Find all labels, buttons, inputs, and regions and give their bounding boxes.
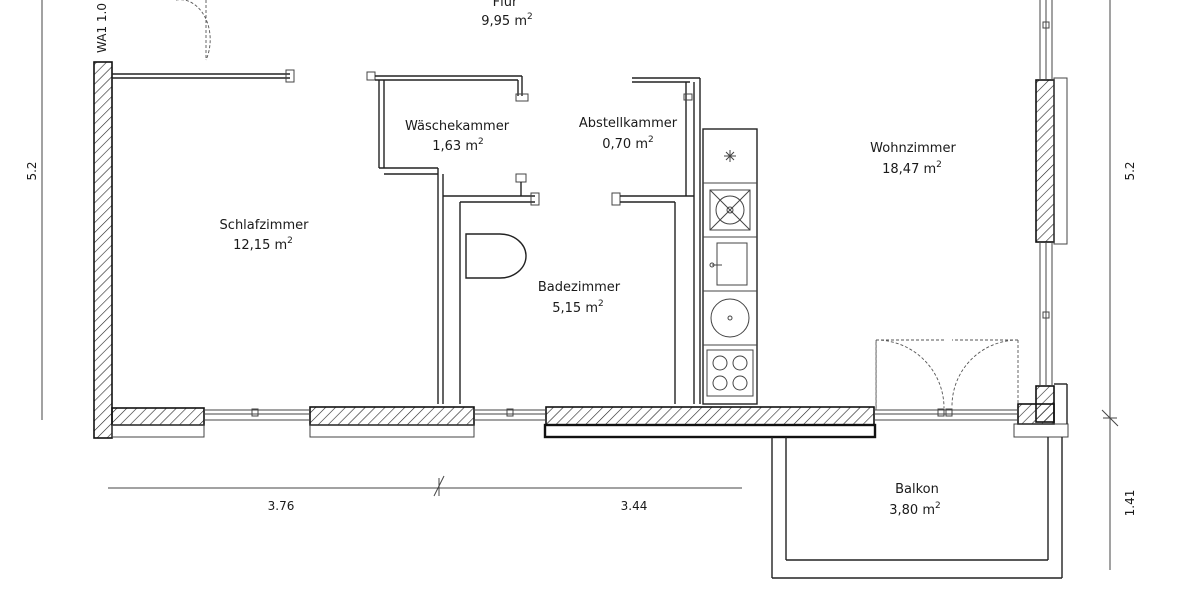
wohnzimmer-name: Wohnzimmer <box>870 141 956 156</box>
bottom-wall-outline-2 <box>309 424 475 438</box>
balkon-name: Balkon <box>895 482 939 497</box>
interior-walls <box>112 69 701 404</box>
flur-area: 9,95 m2 <box>481 12 532 29</box>
waeschekammer-area: 1,63 m2 <box>432 137 483 154</box>
walls <box>93 61 1069 439</box>
kitchen-unit <box>702 128 758 405</box>
badezimmer-name: Badezimmer <box>538 280 621 295</box>
hob-icon <box>706 349 754 397</box>
dimension-lines <box>41 0 1119 570</box>
window-tag: WA1 1.0 <box>95 3 109 53</box>
bottom-wall-outline-3 <box>543 423 877 439</box>
right-wall-corner-outline <box>1013 423 1069 438</box>
doors <box>176 0 1019 411</box>
right-wall-segment-upper <box>1035 79 1055 243</box>
fridge-icon <box>724 150 736 162</box>
entry-door-swing <box>176 0 211 61</box>
bottom-wall-segment-3 <box>545 406 875 426</box>
oven-icon <box>709 189 751 231</box>
schlafzimmer-name: Schlafzimmer <box>220 218 310 233</box>
flur-name: Flur <box>493 0 518 10</box>
abstellkammer-name: Abstellkammer <box>579 116 678 131</box>
bottom-left-dimension: 3.76 <box>268 499 295 513</box>
room-labels: Flur 9,95 m2 Wäschekammer 1,63 m2 Abstel… <box>220 0 957 518</box>
right-wall-outline-upper <box>1053 77 1068 245</box>
wohnzimmer-area: 18,47 m2 <box>882 160 942 177</box>
right-wall-corner-foot <box>1017 403 1055 425</box>
bottom-right-dimension: 3.44 <box>621 499 648 513</box>
balkon-area: 3,80 m2 <box>889 501 940 518</box>
balcony-depth-dimension: 1.41 <box>1123 490 1137 517</box>
abstellkammer-area: 0,70 m2 <box>602 135 653 152</box>
dimension-labels: 5.2 5.2 1.41 3.76 3.44 WA1 1.0 <box>25 3 1137 516</box>
badezimmer-area: 5,15 m2 <box>552 299 603 316</box>
bottom-windows <box>204 408 1018 421</box>
left-exterior-wall <box>93 61 113 439</box>
waeschekammer-name: Wäschekammer <box>405 119 510 134</box>
bottom-wall-outline-1 <box>111 424 205 438</box>
right-windows <box>1039 0 1053 386</box>
sink-icon <box>709 242 748 286</box>
dishwasher-icon <box>710 298 750 338</box>
left-height-dimension: 5.2 <box>25 161 39 180</box>
toilet <box>465 233 527 279</box>
bottom-wall-segment-1 <box>111 407 205 426</box>
bottom-wall-segment-2 <box>309 406 475 426</box>
balcony <box>771 437 1063 579</box>
right-height-dimension: 5.2 <box>1123 161 1137 180</box>
schlafzimmer-area: 12,15 m2 <box>233 236 293 253</box>
